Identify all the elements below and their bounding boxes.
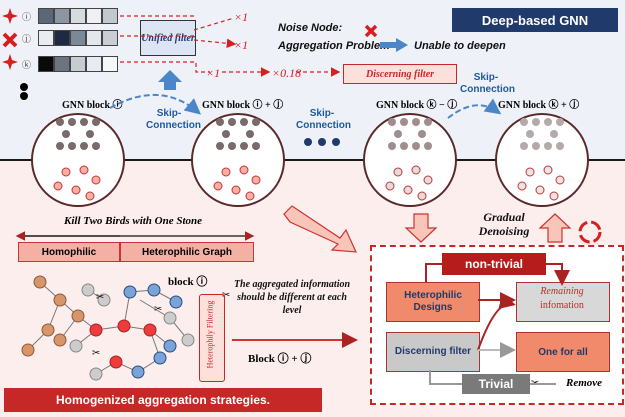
infomation-text: infomation	[540, 300, 584, 311]
skip-connection-label: Skip-Connection	[296, 108, 351, 131]
feature-cell	[70, 30, 86, 46]
kill-two-birds-label: Kill Two Birds with One Stone	[64, 215, 203, 227]
homogenized-banner: Homogenized aggregation strategies.	[4, 388, 322, 412]
aggregated-note: The aggregated information should be dif…	[233, 279, 351, 316]
feature-cell	[102, 56, 118, 72]
feature-cell	[38, 56, 54, 72]
ellipsis-dot	[20, 92, 28, 100]
unified-filter-box: Unified filter	[140, 20, 196, 56]
feature-cell	[38, 8, 54, 24]
feature-cell	[54, 56, 70, 72]
gnn-block-label: GNN block ⓘ + ⓙ	[202, 100, 284, 111]
legend-noise-node: Noise Node:	[278, 22, 343, 34]
heterophily-filtering-text: Heterophily Filtering	[205, 300, 215, 369]
feature-cell	[54, 8, 70, 24]
discerning-filter-top: Discerning filter	[343, 64, 457, 84]
feature-cell	[70, 56, 86, 72]
heterophily-filtering-box	[199, 294, 225, 382]
feature-cell	[86, 8, 102, 24]
multiplier: ×1	[206, 66, 221, 80]
feature-cell	[86, 56, 102, 72]
section-divider	[0, 159, 625, 161]
heterophilic-graph-box: Heterophilic Graph	[120, 242, 254, 262]
remove-label: Remove	[566, 377, 603, 389]
gradual-denoising-label: Gradual Denoising	[478, 210, 530, 238]
skip-connection-label: Skip-Connection	[460, 72, 515, 95]
homophilic-box: Homophilic	[18, 242, 120, 262]
discerning-filter-box: Discerning filter	[386, 332, 480, 372]
skip-connection-label: Skip-Connection	[146, 108, 201, 131]
multiplier: ×0.18	[272, 66, 302, 80]
multiplier: ×1	[234, 10, 249, 24]
gnn-block-label: GNN block ⓘ	[62, 100, 123, 111]
non-trivial-badge: non-trivial	[442, 253, 546, 275]
feature-row-label: ⓘ	[22, 12, 32, 22]
block-label: block ⓘ	[168, 276, 208, 288]
feature-cell	[102, 30, 118, 46]
feature-cell	[54, 30, 70, 46]
gnn-block-label: GNN block ⓚ + ⓙ	[498, 100, 580, 111]
multiplier: ×1	[234, 38, 249, 52]
legend-aggregation-problem: Aggregation Problem	[278, 40, 390, 52]
trivial-badge: Trivial	[462, 374, 530, 394]
ellipsis-dot	[20, 83, 28, 91]
feature-cell	[102, 8, 118, 24]
gnn-block-label: GNN block ⓚ − ⓙ	[376, 100, 458, 111]
feature-row-label: ⓚ	[22, 60, 32, 70]
feature-cell	[38, 30, 54, 46]
heterophilic-designs-box: Heterophilic Designs	[386, 282, 480, 322]
remaining-text: Remaining	[540, 286, 584, 297]
one-for-all-box: One for all	[516, 332, 610, 372]
feature-cell	[70, 8, 86, 24]
legend-unable-to-deepen: Unable to deepen	[414, 40, 506, 52]
feature-cell	[86, 30, 102, 46]
feature-row-label: ⓙ	[22, 34, 32, 44]
deep-gnn-banner: Deep-based GNN	[452, 8, 618, 32]
block-next-label: Block ⓘ + ⓙ	[248, 353, 312, 365]
